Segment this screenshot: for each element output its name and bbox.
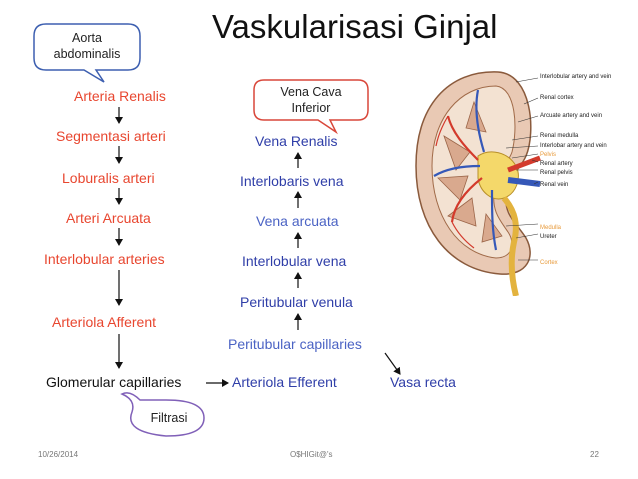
kidney-label-interlobular-artery-vein: Interlobular artery and vein xyxy=(540,74,612,80)
footer-page-number: 22 xyxy=(590,450,599,459)
label-leader-lines xyxy=(505,77,539,261)
aorta-callout: Aorta abdominalis xyxy=(36,30,138,62)
kidney-label-arcuate-artery-vein: Arcuate artery and vein xyxy=(540,113,603,119)
kidney-label-medulla: Medulla xyxy=(540,225,562,231)
page-title: Vaskularisasi Ginjal xyxy=(212,8,498,45)
node-arteriola-afferent: Arteriola Afferent xyxy=(52,314,157,330)
node-arteri-arcuata: Arteri Arcuata xyxy=(66,210,151,226)
kidney-label-renal-artery: Renal artery xyxy=(540,161,573,167)
footer-author: O$HIGit@'s xyxy=(290,450,333,459)
node-loburalis-arteri: Loburalis arteri xyxy=(62,170,155,186)
vena-cava-callout: Vena Cava Inferior xyxy=(256,84,366,116)
kidney-illustration xyxy=(415,71,541,296)
aorta-callout-bubble xyxy=(33,23,141,83)
node-vena-arcuata: Vena arcuata xyxy=(256,213,339,229)
node-vena-renalis: Vena Renalis xyxy=(255,133,338,149)
aorta-callout-line2: abdominalis xyxy=(53,47,121,61)
node-interlobular-arteries: Interlobular arteries xyxy=(44,251,165,267)
node-interlobaris-vena: Interlobaris vena xyxy=(240,173,344,189)
kidney-label-cortex: Cortex xyxy=(540,260,558,266)
node-vasa-recta: Vasa recta xyxy=(390,374,456,390)
node-arteria-renalis: Arteria Renalis xyxy=(74,88,166,104)
aorta-callout-line1: Aorta xyxy=(72,31,102,45)
footer-date: 10/26/2014 xyxy=(38,450,79,459)
node-peritubular-venula: Peritubular venula xyxy=(240,294,353,310)
node-peritubular-capillaries: Peritubular capillaries xyxy=(228,336,362,352)
kidney-label-interlobar-artery-vein: Interlobar artery and vein xyxy=(540,143,607,149)
kidney-label-renal-vein: Renal vein xyxy=(540,182,569,188)
node-glomerular-capillaries: Glomerular capillaries xyxy=(46,374,182,390)
vena-cava-callout-line1: Vena Cava xyxy=(280,85,342,99)
filtrasi-callout-bubble xyxy=(120,392,205,437)
vena-cava-callout-bubble xyxy=(253,79,369,135)
bottom-row-arrows xyxy=(206,352,401,387)
kidney-label-renal-medulla: Renal medulla xyxy=(540,133,579,139)
renal-artery-vessel xyxy=(507,155,541,173)
node-segmentasi-arteri: Segmentasi arteri xyxy=(56,128,166,144)
ureter-vessel xyxy=(501,196,519,296)
kidney-label-pelvis: Pelvis xyxy=(540,152,557,158)
node-interlobular-vena: Interlobular vena xyxy=(242,253,347,269)
filtrasi-callout: Filtrasi xyxy=(150,411,188,425)
kidney-label-ureter: Ureter xyxy=(540,234,557,240)
kidney-label-renal-pelvis: Renal pelvis xyxy=(540,170,573,176)
renal-pelvis-shape xyxy=(477,151,519,200)
kidney-vessels xyxy=(433,89,498,251)
kidney-label-renal-cortex: Renal cortex xyxy=(540,95,574,101)
vena-cava-callout-line2: Inferior xyxy=(291,101,331,115)
node-arteriola-efferent: Arteriola Efferent xyxy=(232,374,337,390)
